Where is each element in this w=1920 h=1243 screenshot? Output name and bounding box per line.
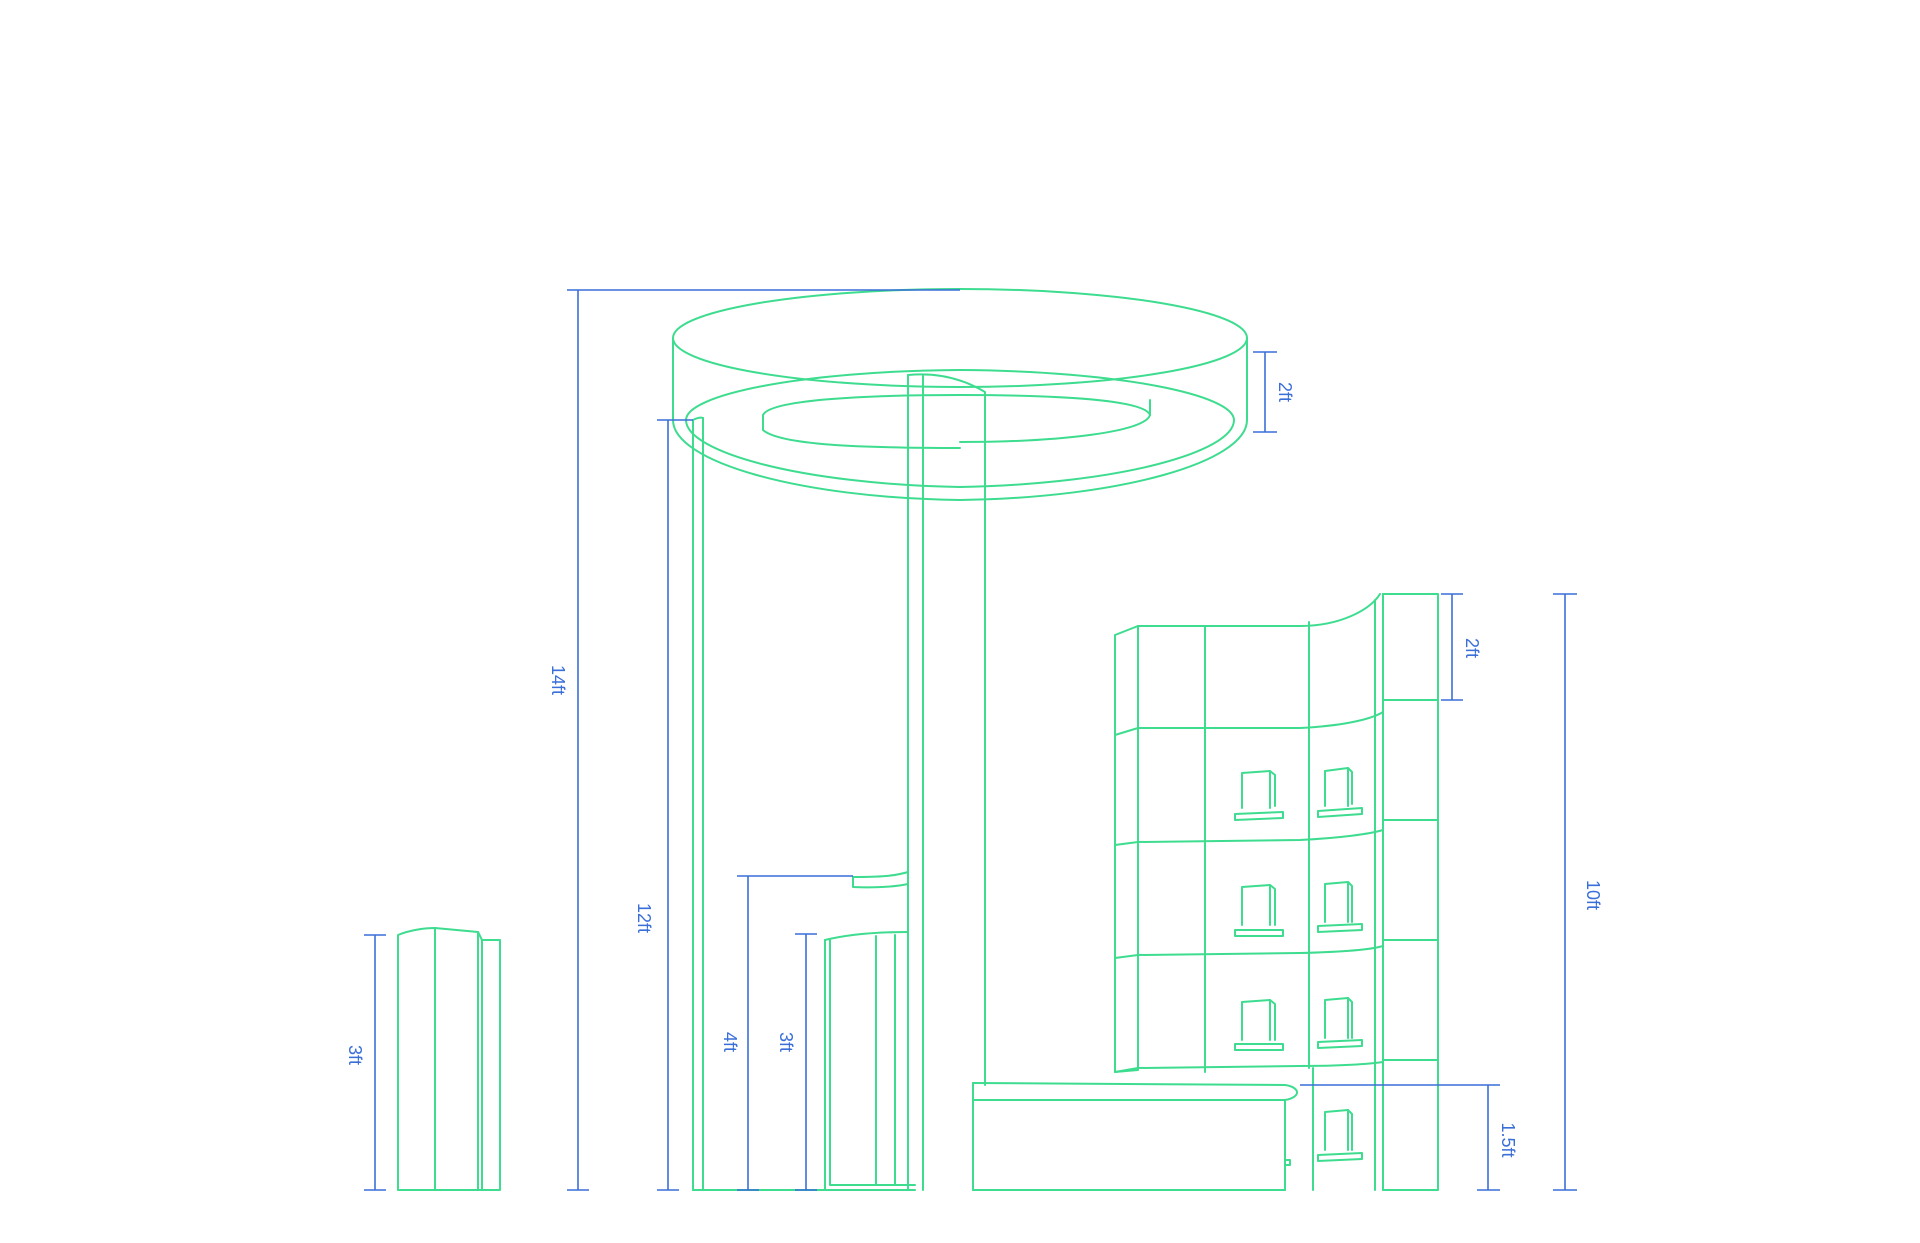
dim-label-total-height: 14ft — [548, 665, 568, 695]
window — [1317, 767, 1363, 818]
dim-label-wall-top-band: 2ft — [1462, 638, 1482, 658]
window — [1234, 770, 1284, 821]
window — [1234, 884, 1284, 937]
dim-label-door-height: 3ft — [776, 1032, 796, 1052]
door — [824, 931, 916, 1191]
window — [1317, 881, 1363, 933]
dim-label-side-panel-height: 4ft — [720, 1032, 740, 1052]
dim-label-column-height: 12ft — [634, 903, 654, 933]
dim-label-canopy-thickness: 2ft — [1275, 382, 1295, 402]
side-ledge — [852, 871, 909, 889]
window — [1317, 1109, 1363, 1162]
bench — [972, 1082, 1298, 1191]
canopy-roof — [672, 288, 1248, 501]
left-tall-panel — [692, 416, 916, 1191]
dim-label-wall-height: 10ft — [1583, 880, 1603, 910]
window — [1317, 997, 1363, 1049]
central-column — [907, 373, 986, 1191]
curved-wall — [1114, 593, 1439, 1191]
dimension-lines — [364, 289, 1577, 1191]
bollard — [397, 927, 501, 1191]
window — [1234, 999, 1284, 1051]
dim-label-bench-height: 1.5ft — [1498, 1122, 1518, 1157]
dim-label-bollard-height: 3ft — [345, 1045, 365, 1065]
